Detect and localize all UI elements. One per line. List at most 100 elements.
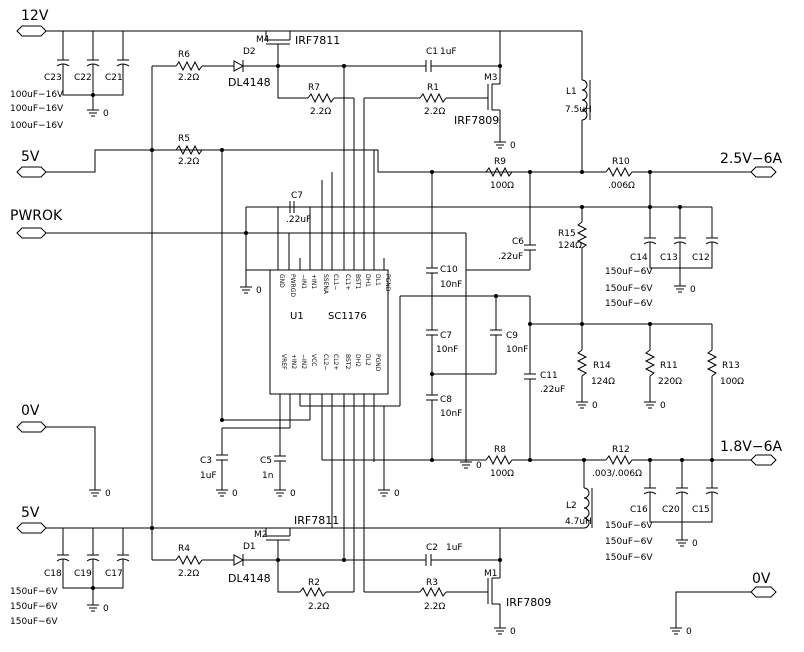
label-c2: C2 xyxy=(426,543,438,553)
port-out-2v5-label: 2.5V−6A xyxy=(720,151,782,167)
value-c6: .22uF xyxy=(498,252,523,262)
value-m1: IRF7809 xyxy=(506,596,551,609)
label-c14: C14 xyxy=(630,253,648,263)
top-gate-drive: R6 2.2Ω D2 DL4148 M4 IRF7811 C1 1uF M3 I… xyxy=(151,31,502,528)
label-r4: R4 xyxy=(178,544,190,554)
ground-symbol-5: 0 xyxy=(644,401,666,411)
ic-pin-bottom-label-5: CL2+ xyxy=(332,354,339,370)
port-out-1v8: 1.8V−6A xyxy=(720,439,782,466)
value-r13: 100Ω xyxy=(720,377,744,387)
ic-pin-top-label-1: PWRGD xyxy=(289,274,296,297)
ground-label-10: 0 xyxy=(476,461,482,471)
value-c7-top: .22uF xyxy=(286,215,311,225)
label-c13: C13 xyxy=(660,253,678,263)
ic-pin-top-label-3: +IN1 xyxy=(310,274,317,289)
ic-pin-top-label-4: SSENA xyxy=(322,274,329,295)
c18-value-3: 150uF−6V xyxy=(10,617,58,627)
ground-symbol-12: 0 xyxy=(87,604,109,614)
port-pwrok-label: PWROK xyxy=(10,208,63,224)
ic-pin-top-label-5: CL1− xyxy=(332,274,339,290)
ic-nets: C7 .22uF xyxy=(220,150,530,592)
port-0v-left: 0V xyxy=(16,403,96,490)
value-c3: 1uF xyxy=(200,471,217,481)
feedback-network: R14 124Ω R11 220Ω R13 100Ω xyxy=(530,322,744,460)
label-d2: D2 xyxy=(243,47,256,57)
label-c8: C8 xyxy=(440,395,452,405)
comp-caps: C10 10nF C7 10nF C8 10nF C9 10nF C11 .22… xyxy=(426,170,565,460)
label-c7-top: C7 xyxy=(291,191,303,201)
ground-label-9: 0 xyxy=(394,489,400,499)
ground-symbol-4: 0 xyxy=(576,401,598,411)
value-m3: IRF7809 xyxy=(454,114,499,127)
port-5v-top: 5V xyxy=(16,149,580,178)
port-12v-label: 12V xyxy=(21,8,49,24)
value-l2: 4.7uH xyxy=(565,517,592,527)
c14-value-3: 150uF−6V xyxy=(605,299,653,309)
ic-pin-bottom-label-7: DH2 xyxy=(354,354,361,367)
value-r2: 2.2Ω xyxy=(308,602,329,612)
c18-value-1: 150uF−6V xyxy=(10,587,58,597)
vcc-caps: C3 1uF C5 1n xyxy=(200,428,286,490)
value-r4: 2.2Ω xyxy=(178,569,199,579)
label-r1: R1 xyxy=(427,83,439,93)
label-c16: C16 xyxy=(630,505,648,515)
value-c2: 1uF xyxy=(446,543,463,553)
output2-stage: R8 100Ω R12 .003/.006Ω L2 4.7uH C16 C20 … xyxy=(322,445,751,563)
value-c8: 10nF xyxy=(440,409,462,419)
ground-label-11: 0 xyxy=(692,539,698,549)
value-c1: 1uF xyxy=(440,47,457,57)
value-r15: 124Ω xyxy=(558,241,582,251)
ic-pin-top-label-10: PGND xyxy=(384,274,391,292)
ground-symbol-11: 0 xyxy=(676,539,698,549)
port-12v: 12V xyxy=(16,8,582,37)
port-out-2v5: 2.5V−6A xyxy=(720,151,782,178)
ic-pin-top-label-2: −IN1 xyxy=(300,274,307,289)
ground-symbol-1: 0 xyxy=(494,141,516,151)
ic-pin-bottom-label-8: DL2 xyxy=(364,354,371,366)
cap-bank-c17-c19: C18 C19 C17 150uF−6V 150uF−6V 150uF−6V xyxy=(10,528,130,627)
value-r1: 2.2Ω xyxy=(424,107,445,117)
ground-symbol-0: 0 xyxy=(87,109,109,119)
port-0v-right-label: 0V xyxy=(752,571,771,587)
ground-label-14: 0 xyxy=(686,627,692,637)
ic-part: SC1176 xyxy=(328,311,367,322)
output1-stage: L1 7.5uH R10 .006Ω R9 100Ω C14 C13 C12 1… xyxy=(245,31,751,324)
label-r8: R8 xyxy=(494,445,506,455)
label-r11: R11 xyxy=(660,361,678,371)
label-r2: R2 xyxy=(308,578,320,588)
ground-label-0: 0 xyxy=(103,109,109,119)
ic-pin-top-label-6: CL1+ xyxy=(344,274,351,290)
ic-pin-top-label-8: DH1 xyxy=(364,274,371,287)
label-c20: C20 xyxy=(662,505,680,515)
port-0v-left-label: 0V xyxy=(21,403,40,419)
label-r9: R9 xyxy=(494,157,506,167)
ground-label-7: 0 xyxy=(232,489,238,499)
value-r6: 2.2Ω xyxy=(178,73,199,83)
label-m1: M1 xyxy=(484,569,498,579)
value-r14: 124Ω xyxy=(591,377,615,387)
ground-label-13: 0 xyxy=(510,627,516,637)
label-l1: L1 xyxy=(566,87,577,97)
value-r3: 2.2Ω xyxy=(424,602,445,612)
label-r3: R3 xyxy=(426,578,438,588)
ic-pin-bottom-label-0: VREF xyxy=(280,354,287,370)
label-c19: C19 xyxy=(74,569,92,579)
port-5v-bottom-label: 5V xyxy=(21,505,40,521)
label-c21: C21 xyxy=(105,73,123,83)
ic-pin-top-label-0: GND xyxy=(278,274,285,288)
label-c11: C11 xyxy=(540,371,558,381)
ground-label-5: 0 xyxy=(660,401,666,411)
ic-pin-bottom-label-2: −IN2 xyxy=(300,354,307,369)
ic-pin-bottom-label-1: +IN2 xyxy=(290,354,297,369)
port-0v-right: 0V xyxy=(675,571,777,628)
label-m4: M4 xyxy=(256,35,270,45)
bottom-gate-drive: R4 2.2Ω D1 DL4148 M2 IRF7811 C2 1uF M1 I… xyxy=(150,514,551,628)
value-r10: .006Ω xyxy=(608,181,635,191)
ground-symbol-13: 0 xyxy=(494,627,516,637)
value-r5: 2.2Ω xyxy=(178,157,199,167)
label-c6: C6 xyxy=(512,237,524,247)
c14-value-1: 150uF−6V xyxy=(605,267,653,277)
